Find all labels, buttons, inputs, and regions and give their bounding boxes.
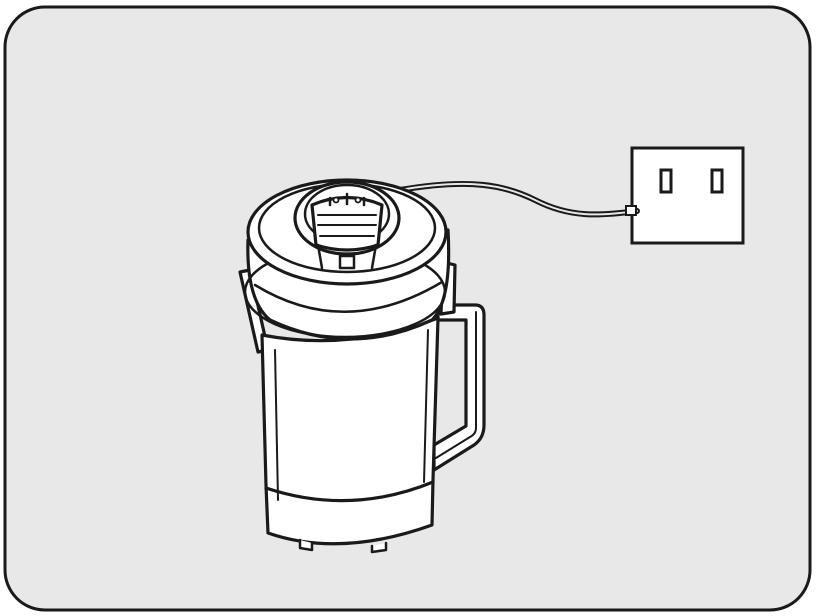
jug-feet (298, 538, 388, 554)
outlet-slot-left (659, 168, 673, 194)
cord-line-inner (399, 182, 638, 216)
power-cord-icon (397, 180, 640, 218)
jug-body (260, 316, 440, 546)
outlet-slot-right (710, 168, 724, 194)
soymilk-maker-icon (238, 178, 486, 554)
outlet-plate (630, 146, 745, 245)
cord-plug (625, 205, 637, 216)
head-connector (338, 254, 356, 270)
head-unit (310, 195, 384, 252)
wall-outlet-icon (630, 146, 745, 245)
jug-base-band (264, 480, 435, 503)
